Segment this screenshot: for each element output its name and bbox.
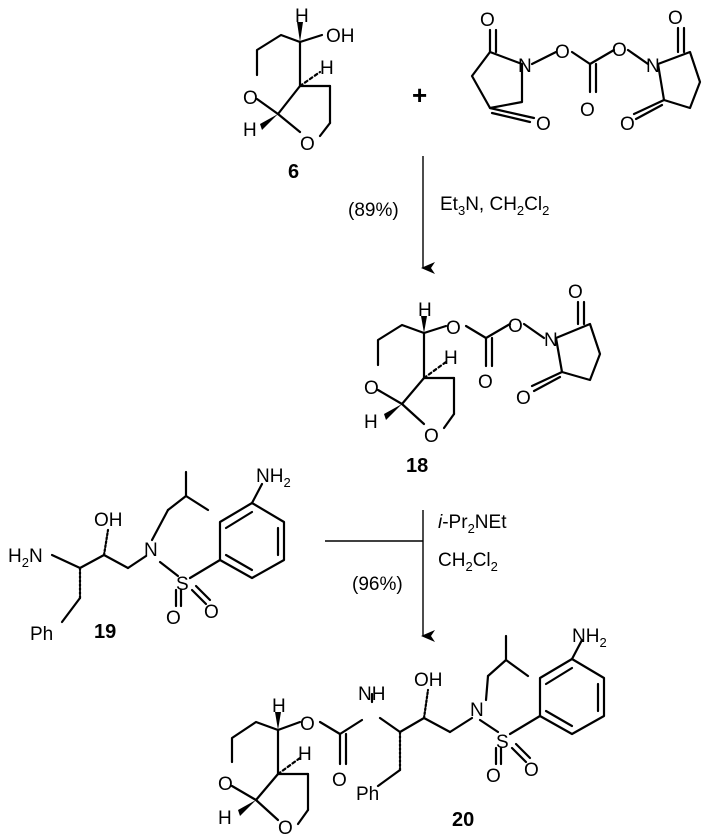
dsc-structure: O N O O O N O O O bbox=[470, 8, 702, 135]
step1-reagent-sub: 3 bbox=[458, 203, 465, 218]
atom-nh: NH bbox=[572, 626, 599, 647]
compound-label-19: 19 bbox=[94, 621, 116, 643]
atom-o: O bbox=[424, 426, 439, 447]
wedge-bond bbox=[238, 800, 256, 816]
compound-18-structure: H O H O H O O O N O O bbox=[364, 282, 602, 447]
atom-o: O bbox=[524, 760, 539, 781]
step1-yield: (89%) bbox=[348, 200, 399, 221]
atom-o: O bbox=[580, 100, 595, 121]
atom-h: H bbox=[320, 58, 334, 79]
atom-o: O bbox=[620, 114, 635, 135]
step2-reagent-sub: 2 bbox=[465, 559, 472, 574]
wedge-bond bbox=[260, 114, 278, 130]
atom-sub: 2 bbox=[599, 635, 606, 650]
atom-o: O bbox=[166, 608, 181, 629]
atom-oh: OH bbox=[414, 670, 443, 691]
atom-o: O bbox=[243, 88, 258, 109]
plus-sign: + bbox=[412, 80, 427, 110]
step2-reagent-text: NEt bbox=[475, 512, 507, 533]
atom-n: N bbox=[518, 56, 532, 77]
atom-h: H bbox=[272, 696, 286, 717]
atom-nh: NH bbox=[256, 466, 283, 487]
atom-n: N bbox=[29, 546, 43, 567]
step1-reagent-text: Et bbox=[440, 194, 459, 215]
compound-label-6: 6 bbox=[288, 161, 299, 183]
atom-o: O bbox=[555, 42, 570, 63]
atom-o: O bbox=[668, 8, 683, 29]
atom-sub: 2 bbox=[22, 555, 29, 570]
atom-oh: OH bbox=[326, 26, 355, 47]
atom-n: N bbox=[144, 540, 158, 561]
step2-reagent2: CH2Cl2 bbox=[438, 550, 498, 574]
step2-reagent-sub: 2 bbox=[468, 521, 475, 536]
compound-label-18: 18 bbox=[406, 455, 428, 477]
atom-o: O bbox=[508, 316, 523, 337]
atom-o: O bbox=[300, 714, 315, 735]
wedge-bond bbox=[297, 22, 303, 42]
atom-s: S bbox=[176, 574, 189, 595]
atom-o: O bbox=[204, 602, 219, 623]
atom-nh2: NH2 bbox=[572, 626, 607, 650]
compound-label-20: 20 bbox=[452, 809, 474, 831]
atom-o: O bbox=[536, 114, 551, 135]
atom-h: H bbox=[218, 808, 232, 829]
step1-reagent-sub: 2 bbox=[542, 203, 549, 218]
atom-ph: Ph bbox=[30, 624, 53, 645]
step1-reagents: Et3N, CH2Cl2 bbox=[440, 194, 549, 218]
atom-o: O bbox=[480, 10, 495, 31]
atom-oh: OH bbox=[94, 510, 123, 531]
compound-6-structure: H OH H O H O bbox=[243, 6, 355, 155]
atom-s: S bbox=[496, 732, 509, 753]
wedge-bond bbox=[421, 316, 427, 333]
atom-o: O bbox=[478, 372, 493, 393]
compound-19-structure: H2N OH N S O O Ph NH2 bbox=[8, 466, 291, 645]
atom-h: H bbox=[418, 300, 432, 321]
atom-o: O bbox=[364, 378, 379, 399]
step2-reagent-text: Cl bbox=[473, 550, 491, 571]
atom-n: N bbox=[470, 700, 484, 721]
atom-n: N bbox=[646, 56, 660, 77]
atom-h2n: H2N bbox=[8, 546, 43, 570]
atom-o: O bbox=[486, 766, 501, 787]
atom-o: O bbox=[446, 318, 461, 339]
wedge-bond bbox=[384, 404, 402, 420]
atom-o: O bbox=[516, 388, 531, 409]
step2-reagent-sub: 2 bbox=[491, 559, 498, 574]
atom-nh2: NH2 bbox=[256, 466, 291, 490]
step2-reagent-text: i bbox=[438, 512, 443, 533]
step2-reagent1: i-Pr2NEt bbox=[438, 512, 507, 536]
step1-reagent-sub: 2 bbox=[517, 203, 524, 218]
atom-ph: Ph bbox=[356, 784, 379, 805]
step1-reagent-text: Cl bbox=[524, 194, 542, 215]
atom-n: N bbox=[544, 330, 558, 351]
compound-20-structure: H O H O H O O NH OH N S O O Ph NH2 bbox=[218, 626, 607, 836]
atom-h: H bbox=[298, 744, 312, 765]
atom-h: H bbox=[444, 348, 458, 369]
atom-h: H bbox=[8, 546, 22, 567]
step2-reagent-text: -Pr bbox=[442, 512, 468, 533]
step1-reagent-text: N, CH bbox=[465, 194, 517, 215]
atom-o: O bbox=[218, 774, 233, 795]
atom-h: H bbox=[364, 412, 378, 433]
step2-reagent-text: CH bbox=[438, 550, 465, 571]
atom-h: H bbox=[295, 6, 309, 27]
atom-o: O bbox=[612, 40, 627, 61]
step2-yield: (96%) bbox=[352, 574, 403, 595]
atom-sub: 2 bbox=[283, 475, 290, 490]
atom-o: O bbox=[332, 770, 347, 791]
atom-o: O bbox=[568, 282, 583, 303]
atom-nh: NH bbox=[358, 684, 385, 705]
atom-o: O bbox=[278, 818, 293, 836]
wedge-bond bbox=[275, 712, 281, 730]
atom-o: O bbox=[300, 134, 315, 155]
atom-h: H bbox=[243, 120, 257, 141]
